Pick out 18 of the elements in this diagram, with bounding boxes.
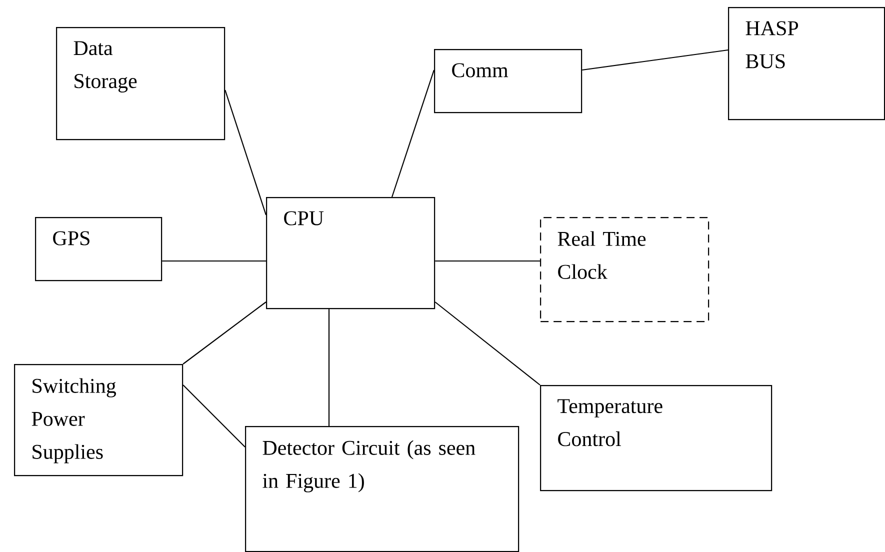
connector-line [434, 302, 540, 386]
component-box: Switching Power Supplies [14, 364, 184, 476]
connector-line [182, 302, 266, 364]
connector-line [224, 90, 267, 216]
connector-line [391, 70, 435, 198]
component-box: CPU [266, 197, 436, 310]
connector-line [328, 309, 330, 426]
connector-line [435, 260, 540, 262]
component-box: Data Storage [56, 27, 226, 140]
dashed-box: Real Time Clock [540, 217, 710, 322]
component-box: Temperature Control [540, 385, 772, 492]
connector-line [182, 384, 246, 448]
connector-line [162, 260, 266, 262]
connector-line [582, 49, 728, 71]
component-box: GPS [35, 217, 162, 282]
component-box: HASP BUS [728, 7, 885, 120]
component-box: Comm [434, 49, 582, 114]
component-box: Detector Circuit (as seen in Figure 1) [245, 426, 520, 552]
